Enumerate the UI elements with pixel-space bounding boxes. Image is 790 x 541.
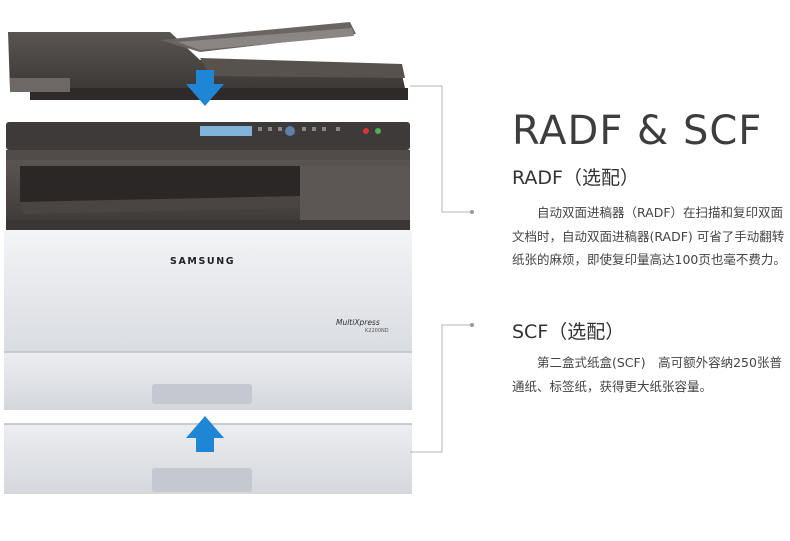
tray2-handle xyxy=(152,468,252,492)
scf-description-text: 第二盒式纸盒(SCF) 高可额外容纳250张普通纸、标签纸，获得更大纸张容量。 xyxy=(512,355,782,394)
radf-unit xyxy=(8,22,408,100)
down-arrow-icon xyxy=(186,70,224,106)
tray1-handle xyxy=(152,384,252,404)
printer-body xyxy=(4,230,412,410)
scf-heading: SCF（选配） xyxy=(512,321,625,343)
radf-description: 自动双面进稿器（RADF）在扫描和复印双面文档时，自动双面进稿器(RADF) 可… xyxy=(512,201,787,272)
radf-description-text: 自动双面进稿器（RADF）在扫描和复印双面文档时，自动双面进稿器(RADF) 可… xyxy=(512,205,786,267)
scanner-unit xyxy=(6,122,410,160)
lcd-screen xyxy=(200,126,252,136)
page-title: RADF & SCF xyxy=(512,108,763,154)
up-arrow-icon xyxy=(186,416,224,452)
scf-tray xyxy=(4,423,412,494)
model-number: K2200ND xyxy=(365,328,389,334)
stop-button xyxy=(363,128,369,134)
model-name: MultiXpress xyxy=(336,318,380,327)
brand-logo: SAMSUNG xyxy=(170,256,236,267)
start-button xyxy=(375,128,381,134)
leader-lines xyxy=(410,85,470,453)
nav-button xyxy=(285,126,295,136)
output-tray xyxy=(6,160,410,230)
scf-description: 第二盒式纸盒(SCF) 高可额外容纳250张普通纸、标签纸，获得更大纸张容量。 xyxy=(512,351,787,398)
radf-pointer-dot xyxy=(470,210,474,214)
scf-pointer-dot xyxy=(470,323,474,327)
radf-heading: RADF（选配） xyxy=(512,167,639,189)
